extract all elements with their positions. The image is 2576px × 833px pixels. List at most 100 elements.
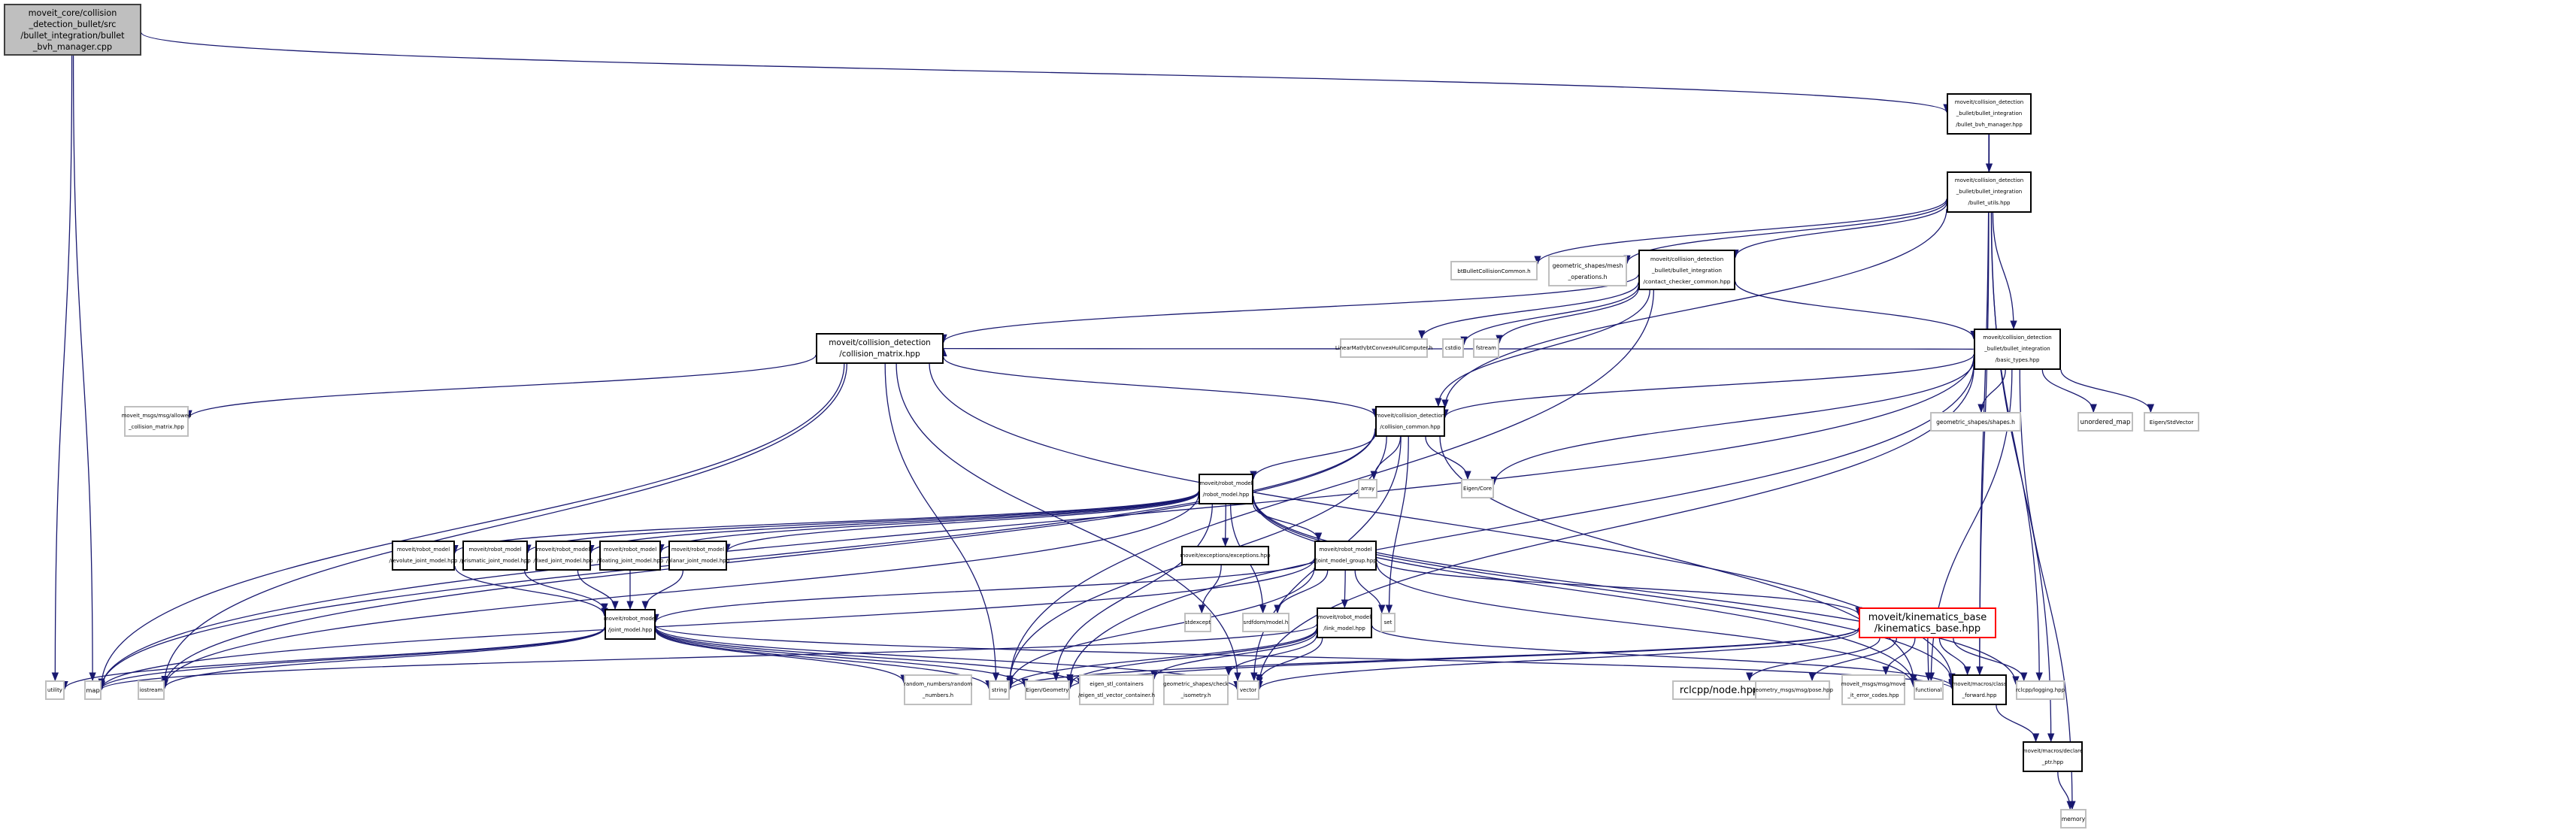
edge-collision_common-to-iostream bbox=[161, 429, 1376, 689]
graph-node-bullet-utils[interactable]: moveit/collision_detection _bullet/bulle… bbox=[1947, 171, 2032, 213]
edge-basic_types-to-collision_common bbox=[1441, 354, 1974, 419]
edge-robot_model-to-logging bbox=[1253, 495, 2020, 686]
graph-node-planar[interactable]: moveit/robot_model /planar_joint_model.h… bbox=[666, 541, 729, 571]
graph-node-mesh-ops: geometric_shapes/mesh _operations.h bbox=[1548, 256, 1627, 286]
graph-node-jmg[interactable]: moveit/robot_model /joint_model_group.hp… bbox=[1314, 541, 1377, 571]
edge-robot_model-to-jmg bbox=[1253, 504, 1323, 542]
graph-node-joint-model[interactable]: moveit/robot_model /joint_model.hpp bbox=[604, 609, 656, 640]
edge-kin_base-to-pose bbox=[1808, 638, 1898, 682]
edge-collision_common-to-robot_model bbox=[1250, 434, 1376, 480]
edge-link_model-to-check_iso bbox=[1225, 635, 1317, 677]
edge-link_model-to-vector bbox=[1256, 638, 1323, 683]
edge-contact_checker-to-collision_matrix bbox=[940, 274, 1639, 344]
graph-node-memory: memory bbox=[2060, 809, 2087, 828]
edge-revolute-to-joint_model bbox=[454, 565, 608, 617]
graph-node-declare-ptr[interactable]: moveit/macros/declare _ptr.hpp bbox=[2023, 741, 2083, 772]
graph-node-utility: utility bbox=[45, 680, 65, 700]
graph-node-set: set bbox=[1380, 613, 1396, 632]
graph-node-eigen-stl: eigen_stl_containers /eigen_stl_vector_c… bbox=[1078, 674, 1155, 705]
graph-node-allowed-cm: moveit_msgs/msg/allowed _collision_matri… bbox=[122, 406, 191, 437]
graph-node-pose: geometry_msgs/msg/pose.hpp bbox=[1752, 680, 1833, 700]
graph-node-prismatic[interactable]: moveit/robot_model /prismatic_joint_mode… bbox=[459, 541, 531, 571]
edge-declare_ptr-to-memory bbox=[2057, 771, 2074, 810]
edge-robot_model-to-planar bbox=[723, 492, 1199, 553]
edge-bullet_utils-to-btBullet bbox=[1534, 198, 1947, 265]
edge-root-to-utility bbox=[51, 55, 73, 682]
edge-contact_checker-to-fstream bbox=[1496, 289, 1639, 344]
graph-node-iostream: iostream bbox=[138, 680, 165, 700]
edge-robot_model-to-class_forward bbox=[1253, 496, 1956, 683]
graph-node-unordered-map: unordered_map bbox=[2077, 412, 2133, 432]
graph-node-btBullet: btBulletCollisionCommon.h bbox=[1450, 261, 1538, 280]
edge-jmg-to-srdf bbox=[1274, 570, 1329, 614]
edge-bvh_hpp-to-class_forward bbox=[1976, 134, 1990, 676]
graph-node-bvh-hpp[interactable]: moveit/collision_detection _bullet/bulle… bbox=[1947, 93, 2032, 135]
edge-collision_matrix-to-iostream bbox=[161, 363, 847, 685]
graph-node-class-forward[interactable]: moveit/macros/class _forward.hpp bbox=[1952, 674, 2007, 705]
graph-node-revolute[interactable]: moveit/robot_model /revolute_joint_model… bbox=[389, 541, 457, 571]
graph-node-contact-checker[interactable]: moveit/collision_detection _bullet/bulle… bbox=[1638, 250, 1735, 290]
graph-node-fixed[interactable]: moveit/robot_model /fixed_joint_model.hp… bbox=[533, 541, 593, 571]
edge-joint_model-to-joint_limits bbox=[655, 627, 1084, 687]
graph-node-cstdio: cstdio bbox=[1442, 338, 1464, 358]
graph-node-collision-common[interactable]: moveit/collision_detection /collision_co… bbox=[1375, 406, 1445, 437]
edge-jmg-to-string bbox=[1006, 568, 1315, 687]
edge-bullet_utils-to-logging bbox=[1990, 212, 2043, 682]
edge-collision_matrix-to-string bbox=[884, 363, 1000, 682]
edge-joint_model-to-map bbox=[98, 627, 605, 690]
edge-joint_model-to-class_forward bbox=[655, 625, 1956, 689]
edge-kin_base-to-vector bbox=[1256, 629, 1859, 690]
edge-basic_types-to-map bbox=[98, 356, 1974, 690]
graph-node-floating[interactable]: moveit/robot_model /floating_joint_model… bbox=[597, 541, 663, 571]
graph-node-check-iso: geometric_shapes/check _isometry.h bbox=[1163, 674, 1229, 705]
edge-class_forward-to-declare_ptr bbox=[1996, 704, 2040, 743]
graph-node-logging: rclcpp/logging.hpp bbox=[2016, 680, 2065, 700]
edge-collision_matrix-to-allowed_cm bbox=[185, 354, 817, 420]
edge-collision_common-to-functional bbox=[1439, 436, 1917, 683]
edge-collision_common-to-map bbox=[98, 428, 1376, 689]
edge-robot_model-to-iostream bbox=[161, 494, 1199, 689]
graph-node-error-codes: moveit_msgs/msg/move _it_error_codes.hpp bbox=[1841, 674, 1905, 705]
edge-kin_base-to-class_forward bbox=[1938, 638, 1971, 676]
edge-jmg-to-joint_model bbox=[652, 558, 1315, 623]
edge-root-to-bvh_hpp bbox=[141, 32, 1950, 114]
graph-node-collision-matrix[interactable]: moveit/collision_detection /collision_ma… bbox=[816, 333, 944, 364]
edge-link_model-to-class_forward bbox=[1371, 626, 1956, 688]
graph-node-map: map bbox=[84, 680, 102, 700]
edge-contact_checker-to-cstdio bbox=[1460, 286, 1639, 346]
edge-basic_types-to-memory bbox=[2019, 369, 2076, 810]
graph-node-robot-model[interactable]: moveit/robot_model /robot_model.hpp bbox=[1199, 474, 1253, 504]
edge-basic_types-to-unordered_map bbox=[2041, 369, 2097, 413]
graph-node-basic-types[interactable]: moveit/collision_detection _bullet/bulle… bbox=[1974, 329, 2061, 370]
edge-bullet_utils-to-basic_types bbox=[1992, 212, 2017, 330]
edge-joint_model-to-iostream bbox=[161, 627, 605, 689]
graph-node-fstream: fstream bbox=[1473, 338, 1499, 358]
graph-node-stdvector: Eigen/StdVector bbox=[2144, 412, 2199, 432]
graph-node-string: string bbox=[989, 680, 1010, 700]
edge-link_model-to-map bbox=[98, 623, 1317, 691]
edge-contact_checker-to-convexhull bbox=[1418, 282, 1639, 340]
edge-collision_matrix-to-map bbox=[98, 363, 845, 688]
edge-exceptions-to-stdexcept bbox=[1198, 565, 1222, 614]
graph-node-stdexcept: stdexcept bbox=[1184, 613, 1211, 632]
edge-collision_common-to-eigen_core bbox=[1425, 436, 1471, 480]
edge-planar-to-joint_model bbox=[641, 570, 683, 610]
edge-contact_checker-to-string bbox=[1006, 289, 1654, 685]
graph-node-exceptions[interactable]: moveit/exceptions/exceptions.hpp bbox=[1180, 546, 1271, 565]
graph-node-kin-base[interactable]: moveit/kinematics_base /kinematics_base.… bbox=[1859, 607, 1996, 638]
edge-kin_base-to-rclcpp_node bbox=[1746, 638, 1880, 682]
edge-jmg-to-functional bbox=[1376, 562, 1917, 688]
edge-basic_types-to-eigen_core bbox=[1490, 360, 1974, 486]
edge-contact_checker-to-basic_types bbox=[1735, 281, 1977, 340]
edge-jmg-to-set bbox=[1354, 570, 1386, 614]
edge-contact_checker-to-collision_common bbox=[1435, 289, 1650, 407]
graph-node-eigen-core: Eigen/Core bbox=[1461, 479, 1494, 498]
edge-link_model-to-string bbox=[1006, 628, 1317, 689]
graph-node-array: array bbox=[1358, 479, 1377, 498]
graph-node-root[interactable]: moveit_core/collision _detection_bullet/… bbox=[4, 4, 141, 56]
edge-bullet_utils-to-class_forward bbox=[1976, 212, 1990, 676]
edge-basic_types-to-eigen_geom bbox=[1066, 364, 1974, 683]
edge-kin_base-to-logging bbox=[1953, 638, 2028, 682]
edge-kin_base-to-functional bbox=[1925, 638, 1932, 682]
graph-node-link-model[interactable]: moveit/robot_model /link_model.hpp bbox=[1317, 607, 1372, 638]
